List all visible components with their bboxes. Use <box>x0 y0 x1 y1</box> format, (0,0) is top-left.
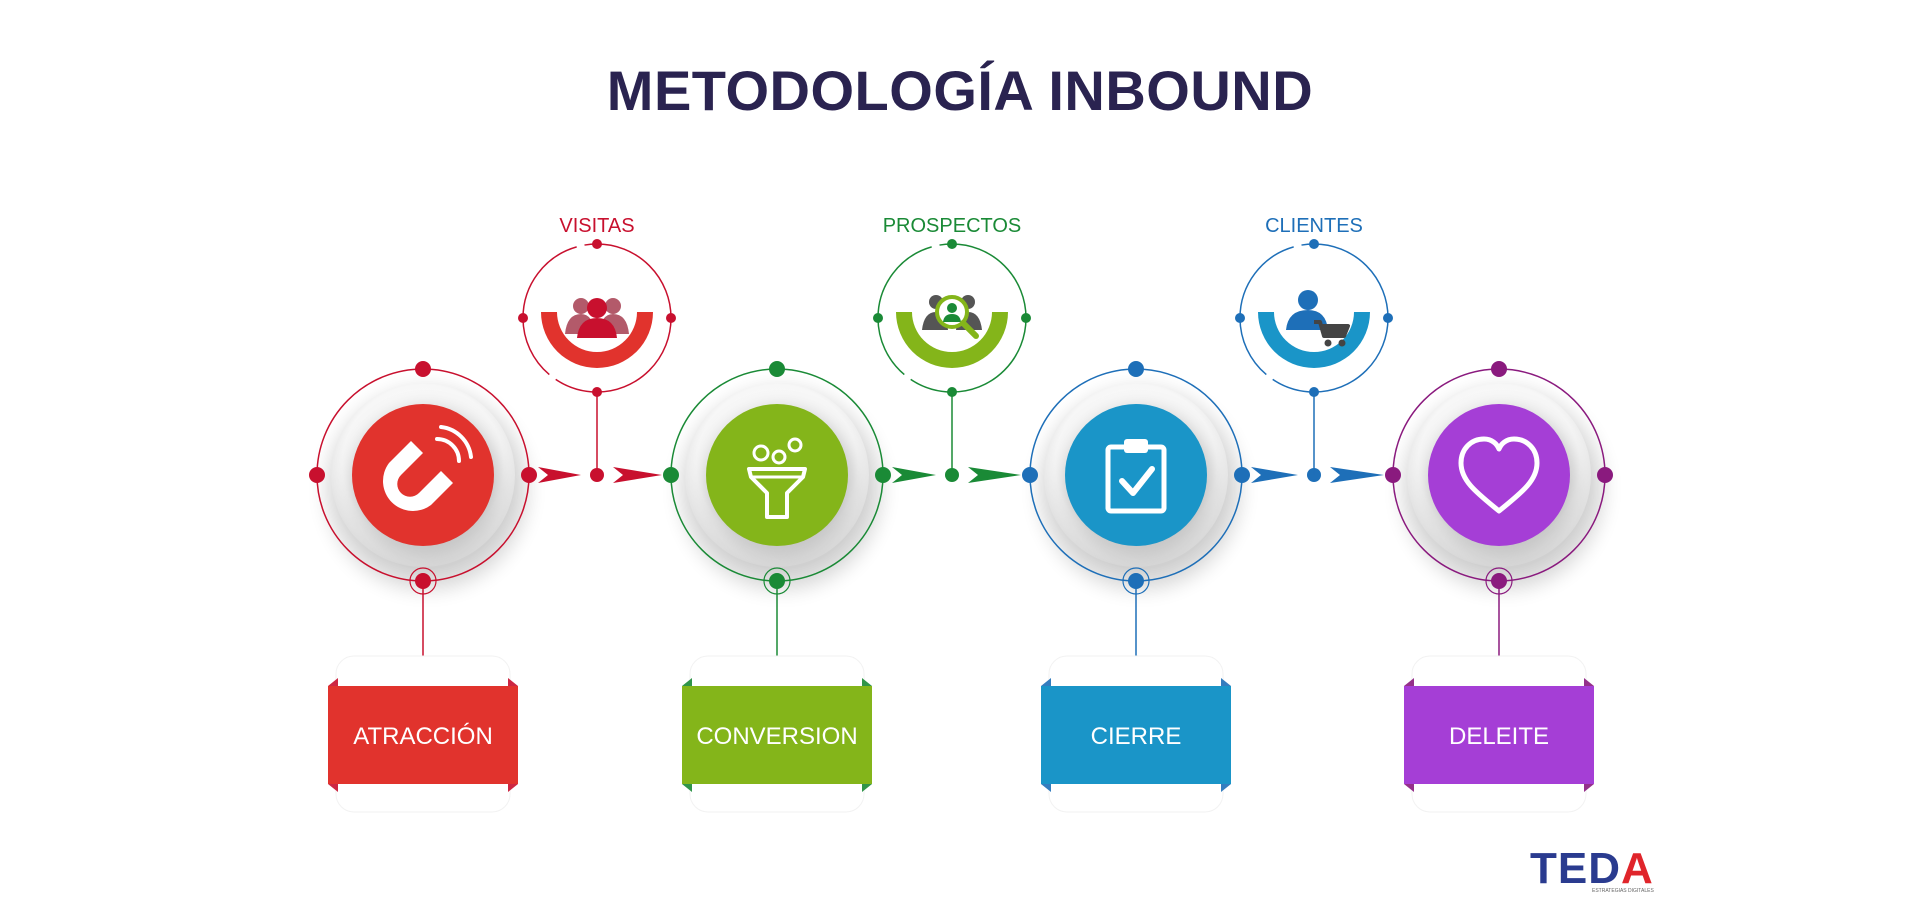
milestone-clientes: CLIENTES <box>1235 215 1393 397</box>
connector-2 <box>892 390 1021 483</box>
milestone-label: VISITAS <box>559 215 634 237</box>
flag-fold <box>682 678 692 686</box>
stage-label: DELEITE <box>1449 723 1549 750</box>
flag-fold <box>1584 678 1594 686</box>
arrow-icon <box>892 467 936 483</box>
milestone-prospectos: PROSPECTOS <box>873 215 1031 397</box>
stage-atracción: ATRACCIÓN <box>309 361 537 813</box>
stage-label: CONVERSION <box>696 723 857 750</box>
ring-dot <box>592 239 602 249</box>
page-title: METODOLOGÍA INBOUND <box>606 59 1314 122</box>
ring-dot <box>769 361 785 377</box>
arrow-icon <box>1330 467 1384 483</box>
ring-dot <box>415 361 431 377</box>
logo-wordmark: TEDA <box>1530 844 1654 893</box>
flag-fold <box>1041 678 1051 686</box>
stage-conversion: CONVERSION <box>663 361 891 813</box>
funnel-icon <box>747 437 807 519</box>
people-group-icon <box>565 298 629 338</box>
arrow-icon <box>538 467 581 483</box>
ring-dot <box>1491 361 1507 377</box>
milestone-label: PROSPECTOS <box>883 215 1022 237</box>
ring-dot <box>309 467 325 483</box>
people-search-icon <box>922 295 982 339</box>
stage-label: ATRACCIÓN <box>353 723 493 750</box>
flag-fold <box>1404 678 1414 686</box>
ring-dot <box>1383 313 1393 323</box>
magnet-icon <box>383 425 473 512</box>
flag-band <box>1404 686 1594 784</box>
ring-dot <box>1021 313 1031 323</box>
connector-3 <box>1251 390 1384 483</box>
flag-fold <box>862 678 872 686</box>
stage-core <box>706 404 848 546</box>
stage-deleite: DELEITE <box>1385 361 1613 813</box>
teda-logo: TEDA ESTRATEGIAS DIGITALES <box>1530 844 1666 896</box>
ring-dot <box>1597 467 1613 483</box>
flag-fold <box>682 784 692 792</box>
milestone-visitas: VISITAS <box>518 215 676 397</box>
ring-dot <box>1128 361 1144 377</box>
heart-icon <box>1458 436 1540 514</box>
logo-subtitle: ESTRATEGIAS DIGITALES <box>1592 888 1654 894</box>
milestone-arc <box>1258 312 1370 368</box>
ring-dot <box>1385 467 1401 483</box>
ring-dot <box>1234 467 1250 483</box>
ring-dot <box>873 313 883 323</box>
milestone-arc <box>896 312 1008 368</box>
flag-fold <box>328 784 338 792</box>
flag-fold <box>508 678 518 686</box>
flag-fold <box>1221 678 1231 686</box>
ring-dot <box>947 239 957 249</box>
connector-1 <box>538 390 662 483</box>
flag-band <box>682 686 872 784</box>
ring-dot <box>592 387 602 397</box>
ring-dot <box>1022 467 1038 483</box>
ring-dot <box>947 387 957 397</box>
flag-band <box>1041 686 1231 784</box>
ring-dot <box>1309 387 1319 397</box>
user-cart-icon <box>1286 290 1350 347</box>
arrow-icon <box>1251 467 1298 483</box>
flag-band <box>328 686 518 784</box>
ring-dot <box>666 313 676 323</box>
clipboard-check-icon <box>1105 439 1167 514</box>
milestone-label: CLIENTES <box>1265 215 1363 237</box>
flag-fold <box>1221 784 1231 792</box>
flag-fold <box>862 784 872 792</box>
stage-cierre: CIERRE <box>1022 361 1250 813</box>
flag-fold <box>328 678 338 686</box>
arrow-icon <box>968 467 1021 483</box>
ring-dot <box>521 467 537 483</box>
arrow-icon <box>613 467 662 483</box>
stage-label: CIERRE <box>1091 723 1182 750</box>
ring-dot <box>1235 313 1245 323</box>
milestone-arc <box>541 312 653 368</box>
flag-fold <box>1584 784 1594 792</box>
ring-dot <box>875 467 891 483</box>
stage-core <box>352 404 494 546</box>
stage-core <box>1065 404 1207 546</box>
flag-fold <box>1404 784 1414 792</box>
ring-dot <box>1309 239 1319 249</box>
ring-dot <box>518 313 528 323</box>
flag-fold <box>1041 784 1051 792</box>
flag-fold <box>508 784 518 792</box>
ring-dot <box>663 467 679 483</box>
stage-core <box>1428 404 1570 546</box>
